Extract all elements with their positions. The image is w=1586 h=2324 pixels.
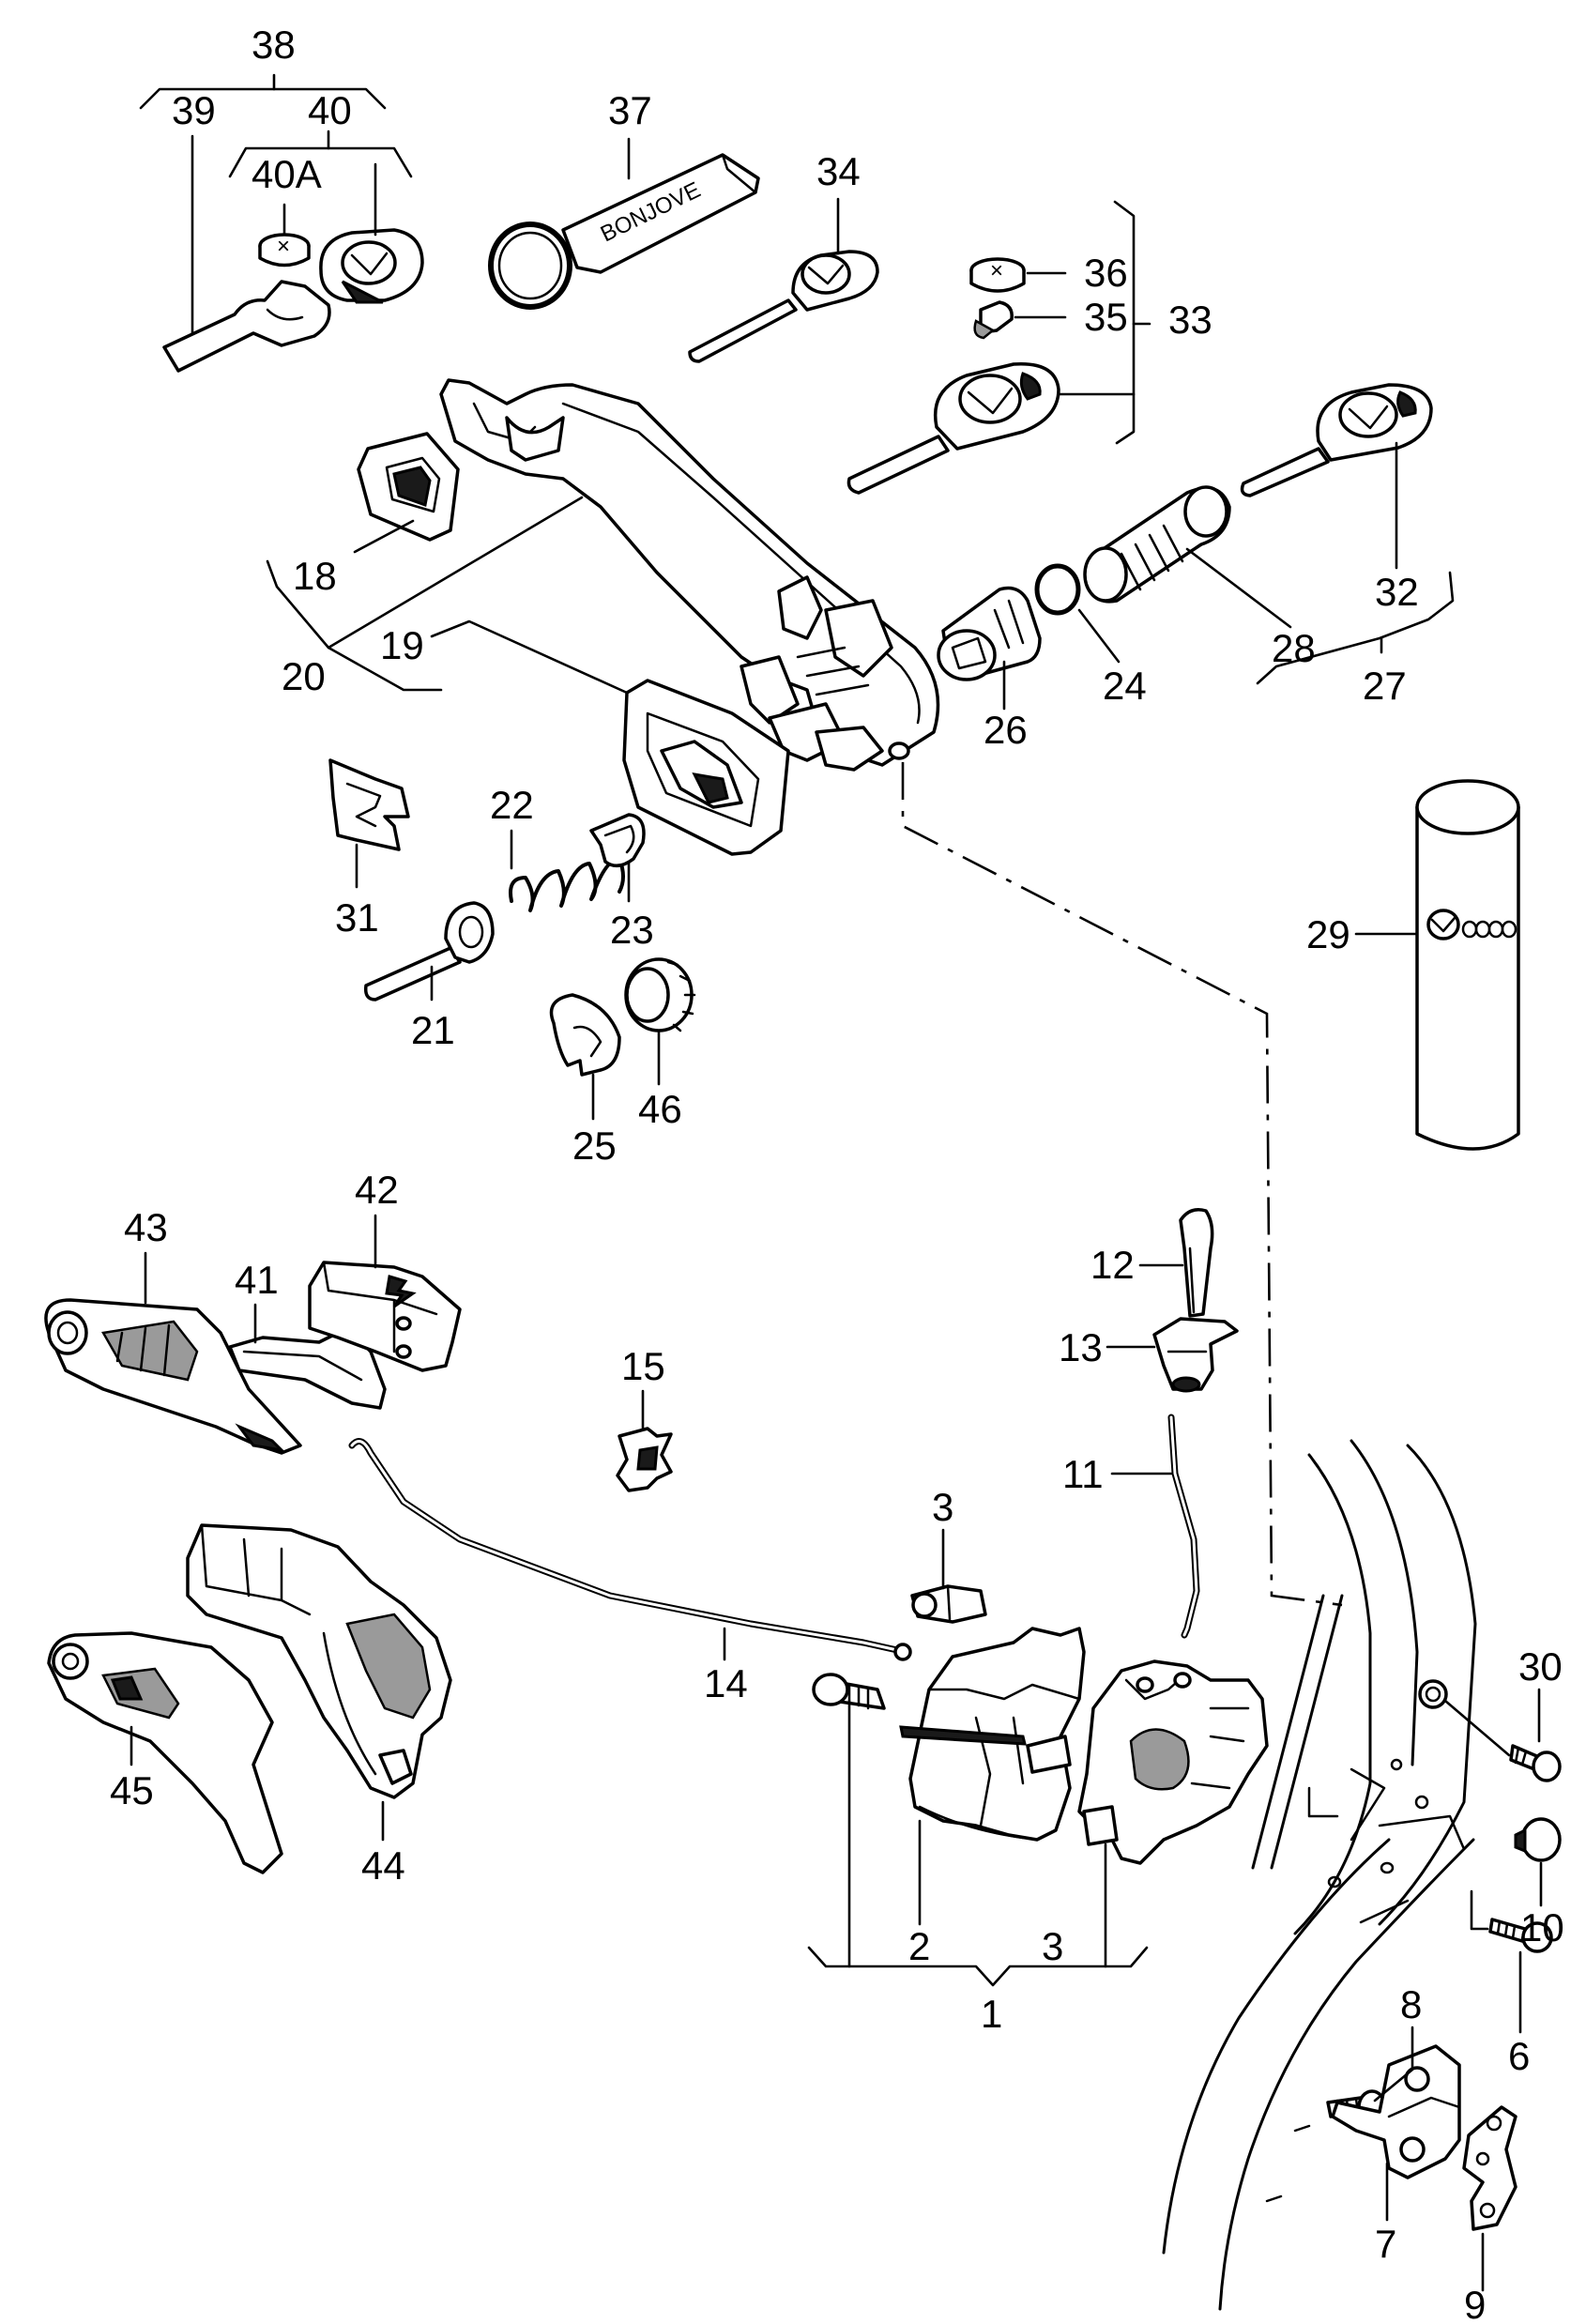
clip-23 (589, 813, 646, 868)
callout-13: 13 (1059, 1325, 1103, 1369)
callout-29: 29 (1306, 912, 1350, 956)
connection-line (901, 762, 1343, 1607)
clip-31 (328, 758, 410, 851)
ring-46 (624, 957, 696, 1032)
bolt-1 (812, 1673, 886, 1710)
door-frame (1162, 1439, 1477, 2311)
cylinder-26 (937, 586, 1042, 681)
callout-3-top: 3 (932, 1485, 953, 1529)
callout-1: 1 (981, 1992, 1002, 2036)
callout-7: 7 (1375, 2222, 1396, 2266)
callout-41: 41 (235, 1258, 279, 1302)
callout-44: 44 (361, 1843, 405, 1888)
lock-housing-2 (899, 1627, 1086, 1842)
callout-8: 8 (1400, 1982, 1422, 2026)
gasket-18 (357, 432, 460, 542)
callout-10: 10 (1520, 1905, 1564, 1949)
clip-25 (549, 993, 621, 1077)
bulb-35 (973, 300, 1014, 340)
callout-12: 12 (1090, 1243, 1135, 1287)
lever-21 (363, 901, 495, 1001)
key-cap-40a: × (258, 233, 311, 268)
callout-33: 33 (1168, 298, 1212, 342)
callout-24: 24 (1103, 664, 1147, 708)
callout-43: 43 (124, 1205, 168, 1249)
callout-labels: 38 39 40 40A 37 34 36 35 33 18 20 19 28 … (110, 23, 1564, 2324)
spring-22 (509, 857, 625, 912)
svg-text:×: × (277, 234, 290, 259)
callout-40: 40 (308, 88, 352, 132)
screw-30 (1509, 1744, 1562, 1782)
clip-15 (616, 1427, 673, 1492)
callout-28: 28 (1272, 626, 1316, 670)
callout-15: 15 (621, 1344, 665, 1388)
key-33 (846, 361, 1060, 495)
plate-9 (1462, 2105, 1517, 2231)
handle-44 (186, 1523, 452, 1799)
cap-36: × (969, 257, 1026, 293)
callout-38: 38 (252, 23, 296, 67)
callout-39: 39 (172, 88, 216, 132)
connector-3 (910, 1584, 987, 1624)
callout-36: 36 (1084, 251, 1128, 295)
leader-lines (130, 73, 1543, 2292)
callout-34: 34 (816, 149, 861, 193)
callout-45: 45 (110, 1768, 154, 1812)
bezel-43 (44, 1298, 302, 1455)
callout-14: 14 (704, 1661, 748, 1705)
striker-7 (1331, 2044, 1461, 2179)
callout-40a: 40A (252, 152, 322, 196)
trim-45 (47, 1631, 283, 1874)
handle-20 (439, 378, 940, 772)
key-blank-39 (162, 280, 331, 373)
callout-11: 11 (1062, 1452, 1104, 1496)
callout-23: 23 (610, 908, 654, 952)
callout-30: 30 (1518, 1644, 1563, 1689)
key-34 (688, 250, 879, 363)
lever-41 (228, 1326, 387, 1410)
callout-32: 32 (1375, 570, 1419, 614)
callout-31: 31 (335, 895, 379, 940)
callout-22: 22 (490, 783, 534, 827)
callout-27: 27 (1363, 664, 1407, 708)
cylinder-28 (1083, 485, 1231, 604)
guide-13 (1152, 1317, 1239, 1393)
lock-mechanism-3 (1077, 1659, 1269, 1865)
canister-29 (1415, 779, 1520, 1151)
screw-6 (1488, 1918, 1553, 1953)
svg-text:×: × (990, 258, 1003, 283)
oring-24 (1034, 563, 1081, 616)
callout-25: 25 (572, 1124, 617, 1168)
callout-42: 42 (355, 1168, 399, 1212)
bracket-42 (308, 1261, 462, 1372)
callout-20: 20 (282, 654, 326, 698)
callout-2: 2 (908, 1924, 930, 1968)
callout-26: 26 (984, 708, 1028, 752)
key-32 (1240, 383, 1433, 497)
rod-14 (348, 1438, 912, 1661)
callout-35: 35 (1084, 295, 1128, 339)
key-head-40 (319, 228, 424, 304)
callout-3-bottom: 3 (1042, 1924, 1063, 1968)
callout-46: 46 (638, 1087, 682, 1131)
callout-9: 9 (1464, 2283, 1486, 2324)
callout-21: 21 (411, 1008, 455, 1052)
callout-6: 6 (1508, 2034, 1530, 2078)
callout-19: 19 (380, 623, 424, 667)
plug-10 (1514, 1817, 1562, 1862)
rod-11 (1167, 1414, 1200, 1639)
callout-18: 18 (293, 554, 337, 598)
key-ring-37: BONJOVE (488, 153, 760, 310)
gasket-19 (622, 679, 790, 856)
lock-knob-12 (1179, 1208, 1214, 1318)
callout-37: 37 (608, 88, 652, 132)
